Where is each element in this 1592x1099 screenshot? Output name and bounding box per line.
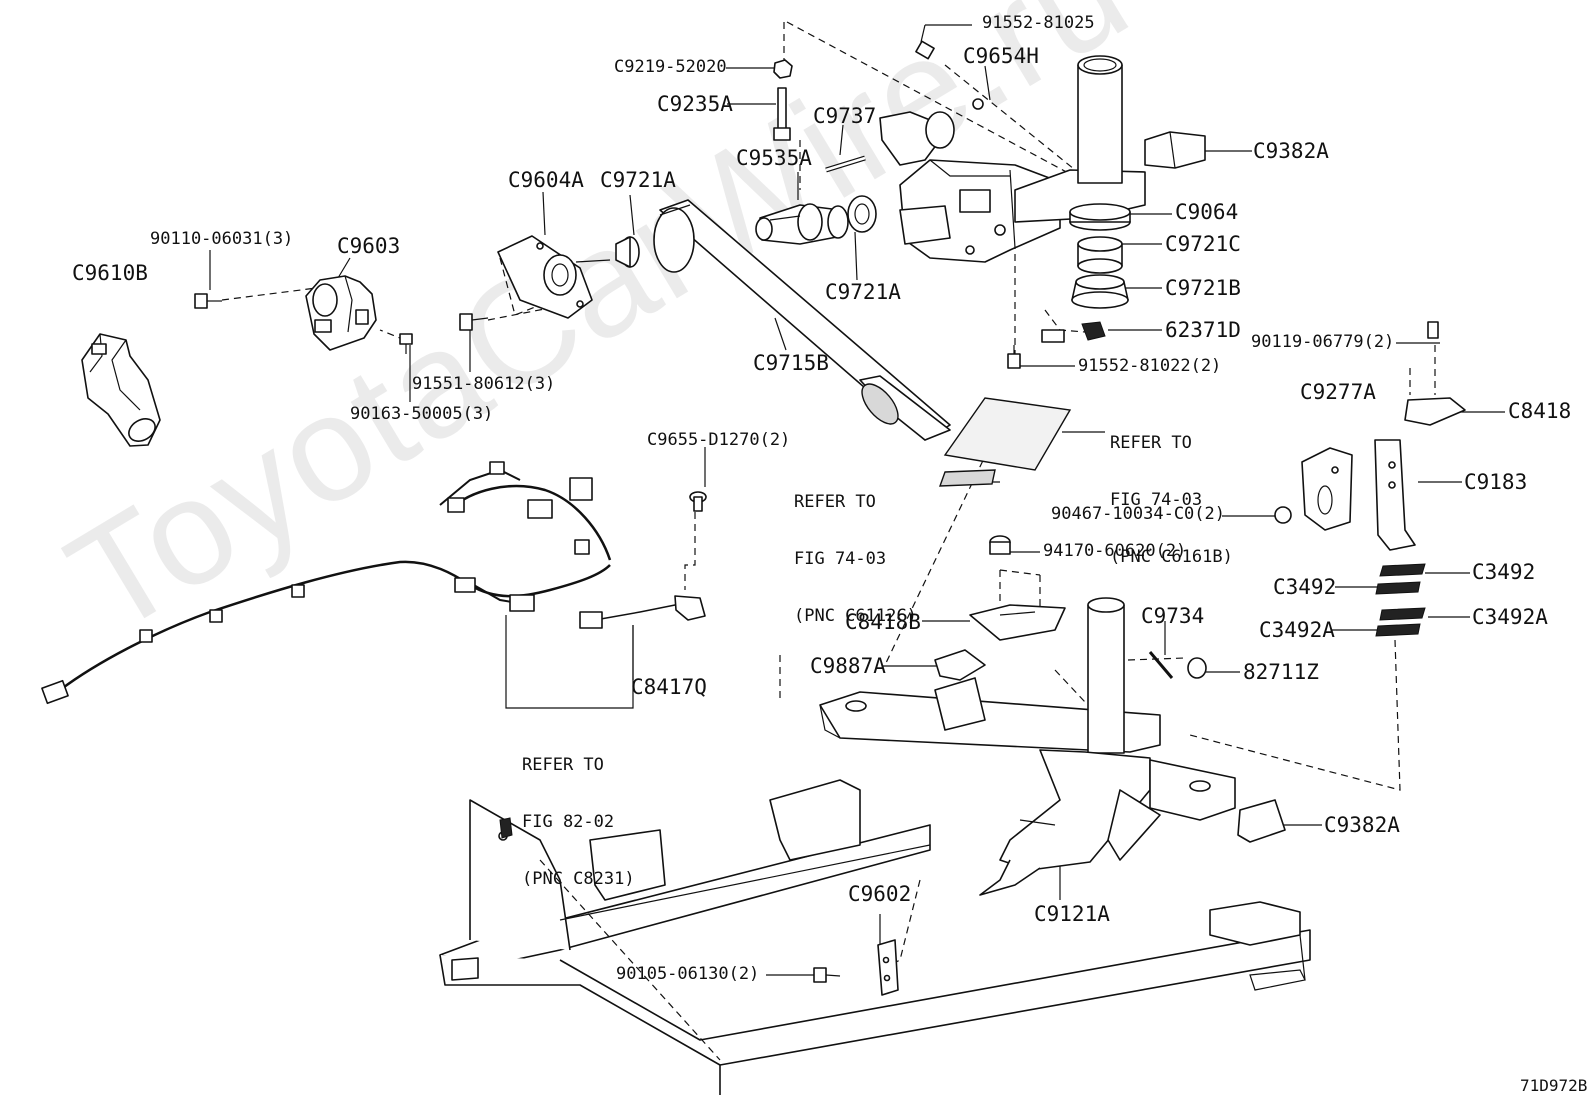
label-c9715b: C9715B [753, 351, 829, 375]
wire-harness [41, 461, 706, 705]
c9734-pin [1148, 651, 1174, 679]
label-94170-60620: 94170-60620(2) [1043, 541, 1187, 561]
note-refer-c6161b: REFER TO FIG 74-03 (PNC C6161B) [1110, 396, 1233, 605]
c9064-bearing [1069, 203, 1131, 231]
c9610b-motor [81, 333, 161, 447]
c9715b-belt [653, 199, 951, 441]
label-90105-06130: 90105-06130(2) [616, 964, 760, 984]
label-62371d: 62371D [1165, 318, 1241, 342]
label-c9277a: C9277A [1300, 380, 1376, 404]
label-c9734: C9734 [1141, 604, 1205, 628]
label-c3492a-right: C3492A [1472, 605, 1548, 629]
label-91551-80612: 91551-80612(3) [412, 374, 556, 394]
label-c9721c: C9721C [1165, 232, 1241, 256]
c9604a-bracket [497, 235, 611, 319]
c9721b-bushing [1071, 274, 1129, 309]
label-c3492-right: C3492 [1472, 560, 1536, 584]
lower-frame [819, 597, 1286, 896]
82711z-clip [1187, 657, 1207, 679]
label-c9655-d1270: C9655-D1270(2) [647, 430, 791, 450]
c9235a-bolt [773, 87, 791, 141]
bolt-91552-81022 [1007, 345, 1021, 369]
label-c9721a-left: C9721A [600, 168, 676, 192]
screw-c9655 [689, 491, 707, 512]
base-frame [439, 779, 1311, 1095]
label-90110-06031: 90110-06031(3) [150, 229, 294, 249]
refer-plate-c6112c [938, 469, 996, 487]
label-c9121a: C9121A [1034, 902, 1110, 926]
c9737-pin [825, 155, 866, 173]
note-refer-c6112c: REFER TO FIG 74-03 (PNC C6112C) [794, 455, 917, 664]
label-c9602: C9602 [848, 882, 912, 906]
figure-code: 71D972B [1520, 1076, 1588, 1095]
label-c8418b: C8418B [845, 610, 921, 634]
label-c3492-left: C3492 [1273, 575, 1337, 599]
screw-90163 [399, 333, 413, 354]
note-line: (PNC C8231) [522, 869, 635, 889]
label-c9183: C9183 [1464, 470, 1528, 494]
c9721c-bushing [1077, 236, 1123, 274]
c9721a-bushing-left [615, 236, 640, 268]
label-c9064: C9064 [1175, 200, 1239, 224]
label-c9737: C9737 [813, 104, 877, 128]
clip-90467 [1274, 506, 1292, 524]
c9219-nut [773, 59, 793, 79]
c9277a-bracket [1301, 447, 1353, 531]
label-c8418: C8418 [1508, 399, 1572, 423]
screw-90110 [194, 293, 222, 309]
label-c9610b: C9610B [72, 261, 148, 285]
c9887a-bracket [934, 649, 986, 681]
leader-lines [209, 24, 1505, 976]
label-82711z: 82711Z [1243, 660, 1319, 684]
note-line: FIG 74-03 [794, 549, 887, 569]
note-refer-c8231: REFER TO FIG 82-02 (PNC C8231) [522, 718, 635, 927]
label-c9721a-right: C9721A [825, 280, 901, 304]
note-line: FIG 74-03 [1110, 490, 1203, 510]
c8418-bracket [1404, 321, 1466, 426]
label-c9535a: C9535A [736, 146, 812, 170]
c8418b-bracket [969, 604, 1066, 641]
c9603-actuator [305, 275, 377, 351]
c9721a-bushing-right [847, 195, 877, 233]
label-c3492a-left: C3492A [1259, 618, 1335, 642]
label-91552-81025: 91552-81025 [982, 13, 1095, 33]
c9602-plate [877, 939, 899, 996]
label-91552-81022: 91552-81022(2) [1078, 356, 1222, 376]
note-line: FIG 82-02 [522, 812, 615, 832]
label-c9219-52020: C9219-52020 [614, 57, 727, 77]
label-c9721b: C9721B [1165, 276, 1241, 300]
label-c9382a-bottom: C9382A [1324, 813, 1400, 837]
housing-bracket [879, 111, 1061, 263]
label-90163-50005: 90163-50005(3) [350, 404, 494, 424]
c9535a-gear [755, 203, 849, 245]
c3492-pads [1375, 563, 1426, 637]
bolt-91552-81025 [915, 40, 935, 60]
note-line: REFER TO [522, 755, 604, 775]
note-line: (PNC C6161B) [1110, 547, 1233, 567]
label-c8417q: C8417Q [631, 675, 707, 699]
label-c9382a-top: C9382A [1253, 139, 1329, 163]
62371d-clip [1081, 321, 1106, 341]
note-line: (PNC C6112C) [794, 606, 917, 626]
label-c9604a: C9604A [508, 168, 584, 192]
nut-94170 [989, 535, 1011, 555]
label-c9887a: C9887A [810, 654, 886, 678]
bolt-91551 [459, 313, 489, 331]
note-line: REFER TO [1110, 433, 1192, 453]
refer-plate-c6161b [943, 397, 1072, 471]
note-line: REFER TO [794, 492, 876, 512]
label-c9235a: C9235A [657, 92, 733, 116]
label-c9603: C9603 [337, 234, 401, 258]
label-c9654h: C9654H [963, 44, 1039, 68]
screw-90105 [813, 967, 841, 983]
c9183-rail [1374, 439, 1416, 551]
label-90119-06779: 90119-06779(2) [1251, 332, 1395, 352]
label-90467-10034: 90467-10034-C0(2) [1051, 504, 1225, 524]
